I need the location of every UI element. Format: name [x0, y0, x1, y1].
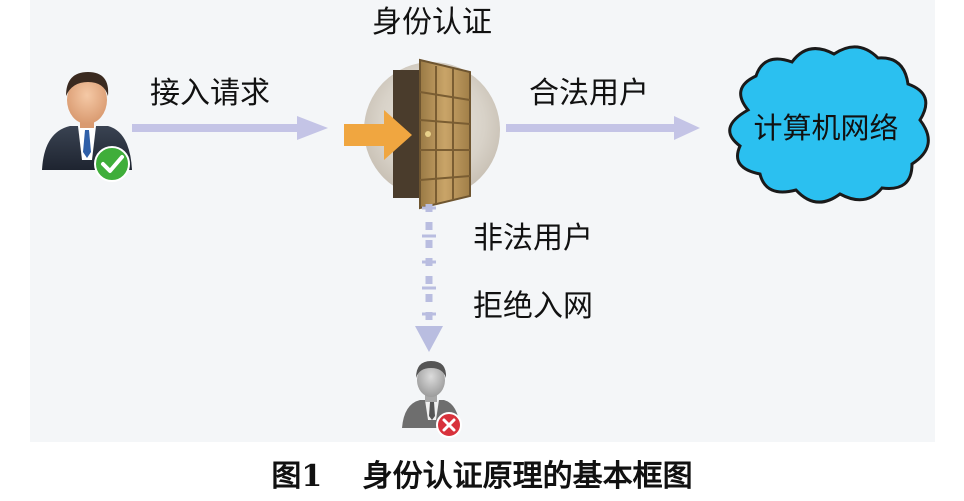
network-cloud: 计算机网络 [728, 45, 930, 204]
auth-title: 身份认证 [372, 5, 492, 40]
door-entry-arrow-icon [344, 110, 412, 160]
figure-caption-text: 身份认证原理的基本框图 [363, 459, 693, 494]
edge-label-legal: 合法用户 [529, 76, 649, 111]
figure-caption: 图1 身份认证原理的基本框图 [271, 459, 692, 494]
check-badge-icon [94, 146, 130, 182]
arrow-legal [506, 116, 700, 140]
reject-badge-icon [436, 412, 462, 438]
edge-label-reject: 拒绝入网 [473, 289, 593, 324]
edge-label-request: 接入请求 [150, 76, 270, 111]
arrow-request [132, 116, 328, 140]
network-label: 计算机网络 [753, 111, 898, 145]
figure-number: 图1 [271, 459, 322, 494]
edge-label-illegal: 非法用户 [473, 221, 593, 256]
arrow-illegal [415, 204, 443, 352]
